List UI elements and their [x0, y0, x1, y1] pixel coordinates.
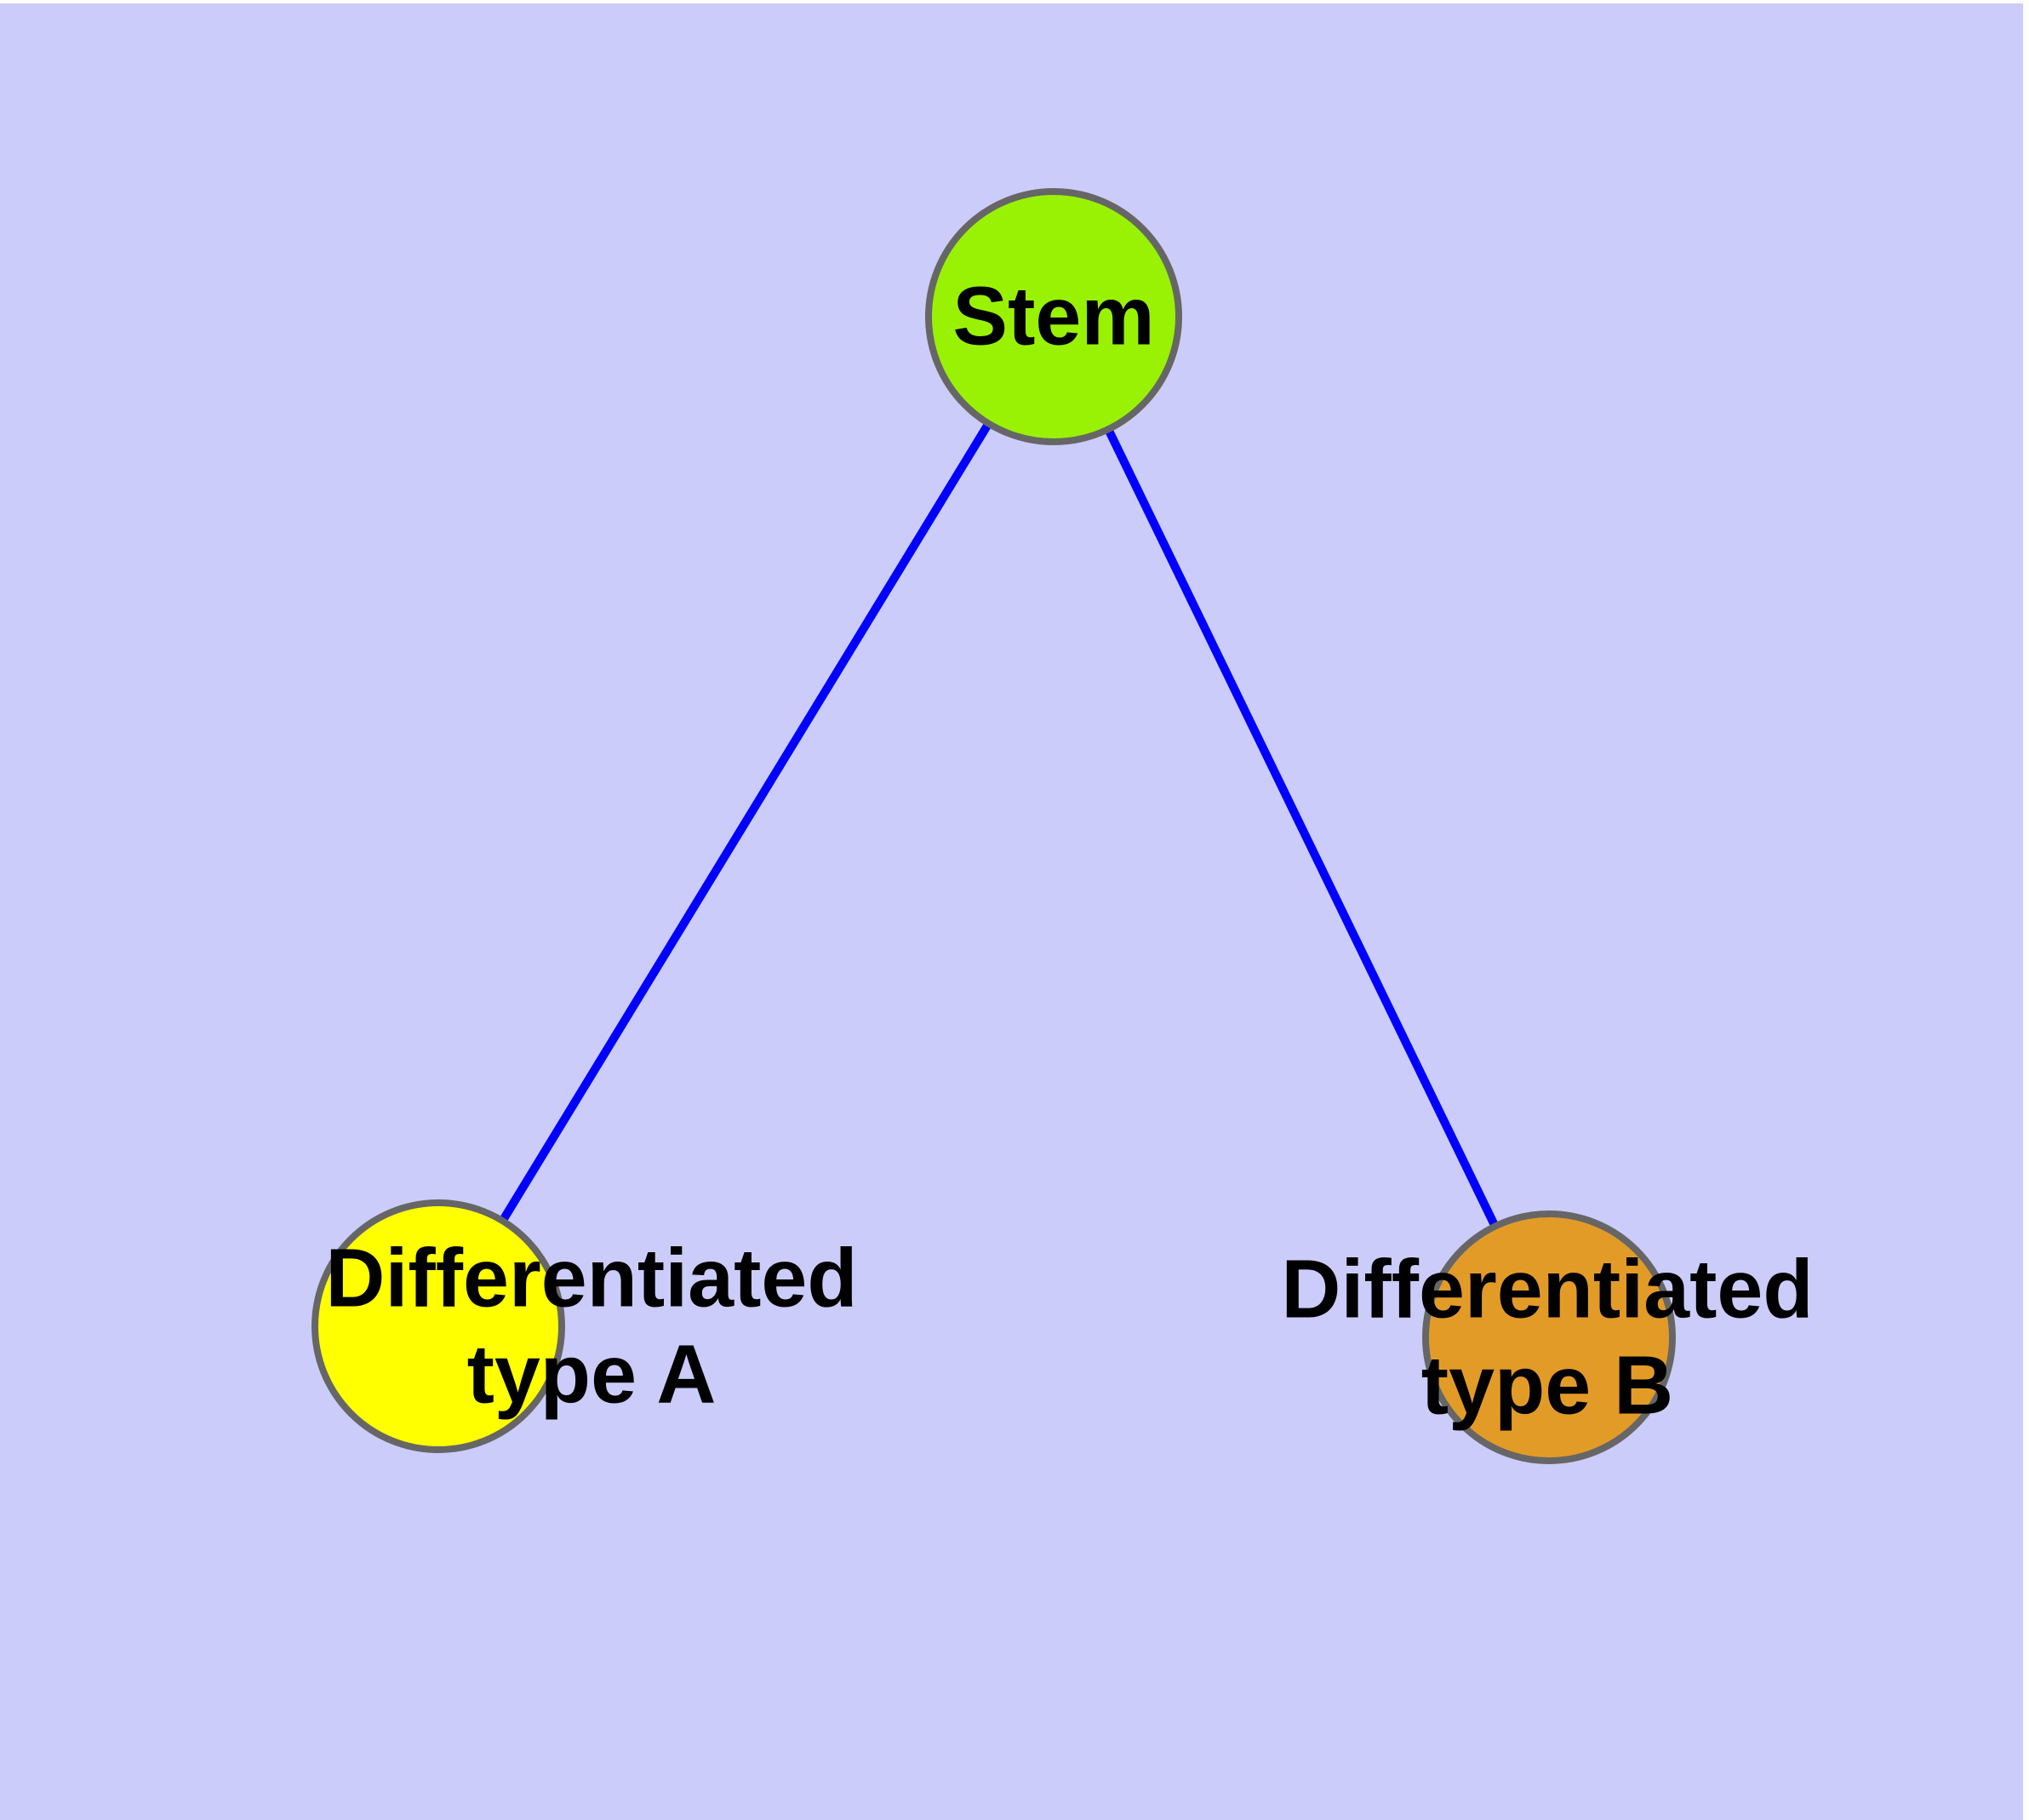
- node-type-a[interactable]: [311, 1199, 565, 1453]
- node-type-b[interactable]: [1422, 1210, 1676, 1464]
- edge-stem-to-type-a[interactable]: [500, 422, 992, 1222]
- node-layer: [311, 188, 1676, 1464]
- edge-layer: [500, 422, 1499, 1227]
- node-stem[interactable]: [925, 188, 1182, 445]
- edge-stem-to-type-b[interactable]: [1105, 428, 1499, 1227]
